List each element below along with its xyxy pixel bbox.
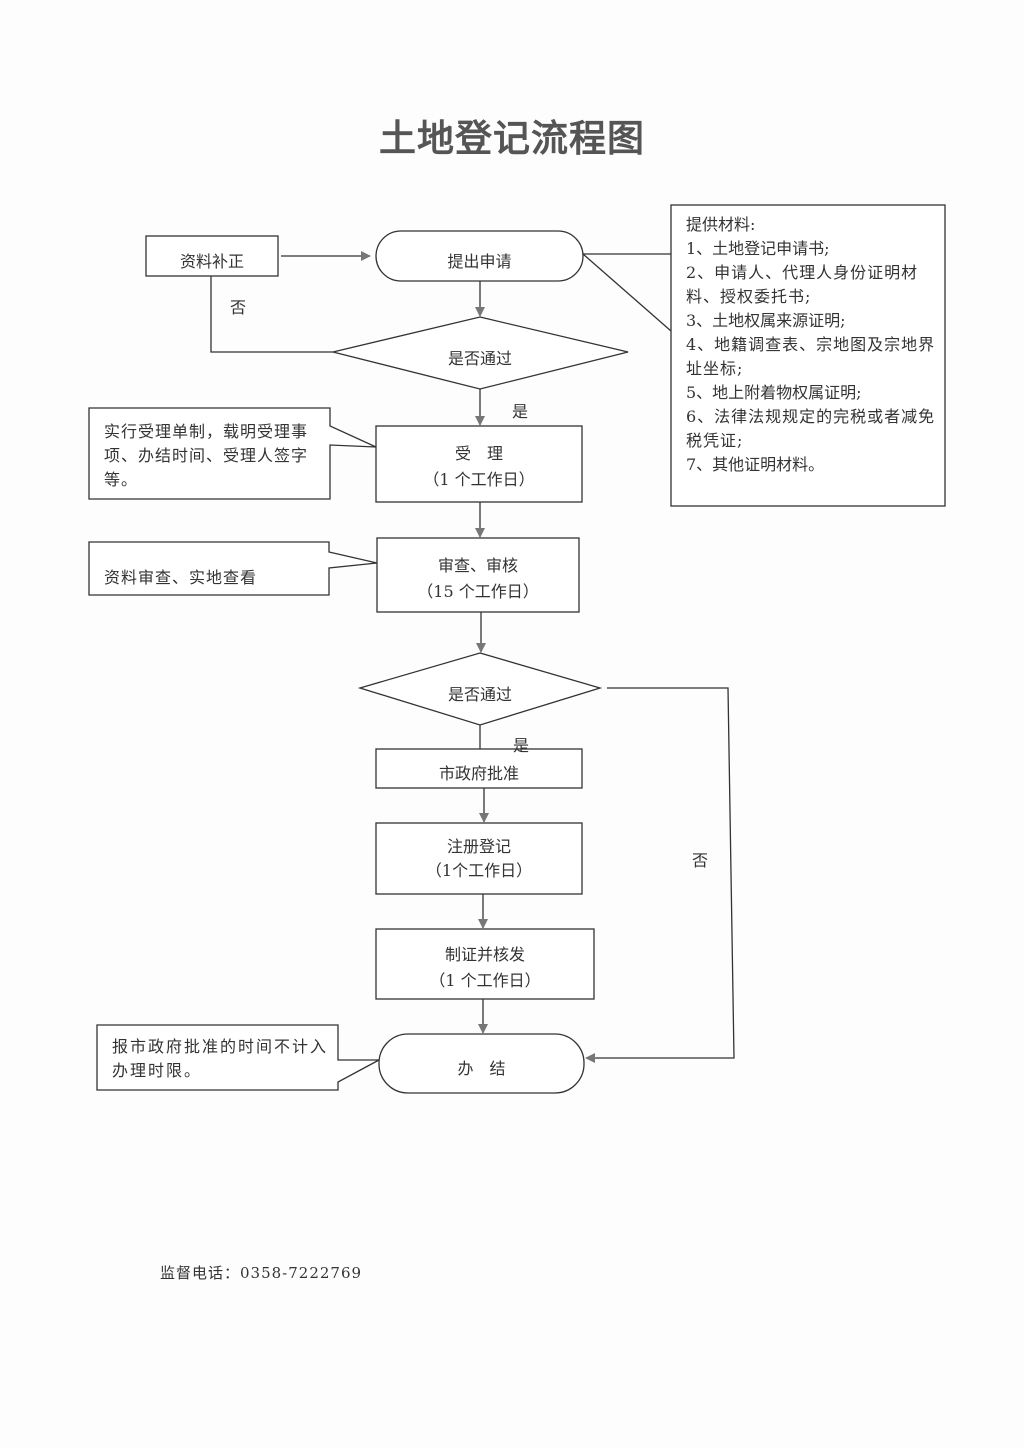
register-label: 注册登记: [446, 837, 511, 856]
materials-item: 7、其他证明材料。: [686, 455, 825, 474]
materials-item: 4、地籍调查表、宗地图及宗地界址坐标;: [686, 335, 936, 378]
accept-label: 受 理: [454, 444, 503, 463]
accept-duration: （1 个工作日）: [423, 470, 535, 489]
review-box: [376, 537, 580, 613]
approve-label: 市政府批准: [438, 764, 519, 783]
materials-item: 5、地上附着物权属证明;: [686, 383, 862, 402]
accept-box: [375, 425, 583, 503]
issue-label: 制证并核发: [444, 945, 525, 964]
register-duration: （1个工作日）: [425, 861, 533, 880]
materials-callout-box: [670, 204, 946, 507]
page-title: 土地登记流程图: [379, 116, 645, 160]
supplement-label: 资料补正: [179, 252, 244, 271]
materials-item: 1、土地登记申请书;: [686, 239, 830, 258]
finish-terminal: [378, 1033, 585, 1094]
edge-decision2-no: [585, 687, 735, 1063]
register-box: [375, 822, 583, 895]
review-duration: （15 个工作日）: [417, 582, 539, 601]
finish-label: 办 结: [457, 1059, 506, 1078]
materials-item: 3、土地权属来源证明;: [686, 311, 846, 330]
decision2-label: 是否通过: [447, 685, 512, 704]
review-note-callout: [88, 541, 378, 596]
materials-item: 2、申请人、代理人身份证明材料、授权委托书;: [686, 263, 919, 306]
apply-label: 提出申请: [447, 252, 512, 271]
issue-box: [375, 928, 595, 1000]
edge-label-no1: 否: [230, 298, 247, 317]
accept-note-text: 实行受理单制，载明受理事项、办结时间、受理人签字等。: [104, 422, 309, 489]
approve-box: [375, 748, 583, 789]
finish-note-text: 报市政府批准的时间不计入办理时限。: [112, 1037, 329, 1080]
issue-duration: （1 个工作日）: [429, 971, 541, 990]
edge-label-yes2: 是: [513, 736, 530, 755]
accept-note-callout: [88, 407, 377, 500]
materials-heading: 提供材料:: [686, 215, 756, 234]
decision1-label: 是否通过: [447, 349, 512, 368]
review-label: 审查、审核: [437, 556, 518, 575]
materials-callout-pointer: [582, 253, 672, 332]
supplement-box: [145, 235, 279, 277]
edge-label-no2: 否: [692, 851, 709, 870]
edge-label-yes1: 是: [512, 402, 529, 421]
finish-note-callout: [96, 1024, 380, 1091]
materials-callout: 提供材料: 1、土地登记申请书; 2、申请人、代理人身份证明材料、授权委托书; …: [686, 213, 938, 477]
edge-decision1-no: [210, 276, 333, 353]
supervision-phone: 监督电话：0358-7222769: [160, 1264, 363, 1282]
review-note-text: 资料审查、实地查看: [104, 568, 258, 587]
materials-item: 6、法律法规规定的完税或者减免税凭证;: [686, 407, 936, 450]
